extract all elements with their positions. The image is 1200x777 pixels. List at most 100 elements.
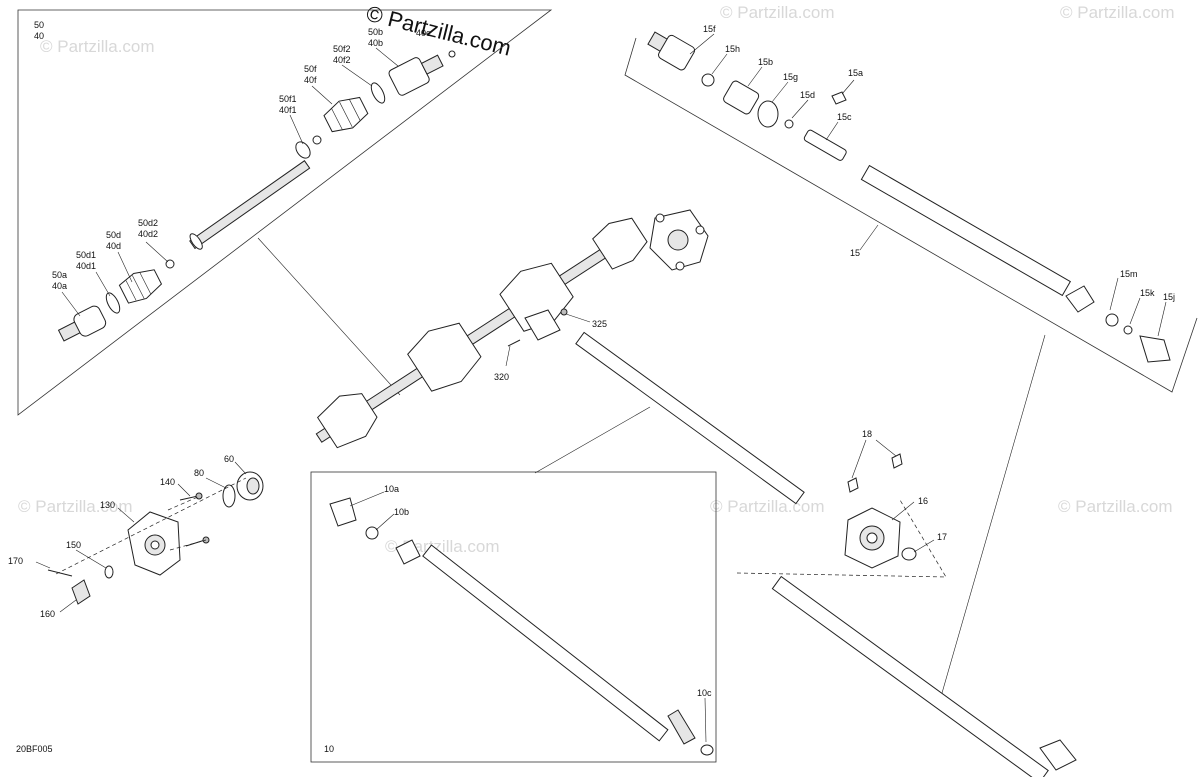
- yoke-15c: [803, 129, 847, 161]
- watermark-text: © Partzilla.com: [710, 497, 825, 516]
- clip-10c: [700, 744, 714, 756]
- bolt-325: [560, 308, 568, 316]
- front-shaft-frame: [17, 9, 553, 416]
- label-15: 15: [850, 248, 860, 258]
- label-140: 140: [160, 477, 175, 487]
- coupling-15f: [658, 34, 696, 71]
- label-10a: 10a: [384, 484, 399, 494]
- half-shaft-bar: [189, 160, 311, 250]
- cotter-pin-170: [47, 569, 73, 577]
- connector-line: [859, 224, 879, 251]
- rear-propeller-shaft: [507, 308, 1077, 777]
- label-15g: 15g: [783, 72, 798, 82]
- bolt-320: [507, 339, 521, 347]
- connector-line: [534, 406, 651, 474]
- frame-code-50: 50: [34, 20, 44, 30]
- nut-160: [71, 579, 91, 605]
- housing-stub: [420, 54, 444, 75]
- end-boot: [592, 217, 648, 270]
- label-170: 170: [8, 556, 23, 566]
- label-40f1: 40f1: [279, 105, 297, 115]
- rear-shaft-10: [329, 497, 714, 756]
- label-40f: 40f: [304, 75, 317, 85]
- front-driveshaft-assembly: [315, 209, 709, 449]
- nut-18a: [847, 477, 859, 493]
- label-15h: 15h: [725, 44, 740, 54]
- label-10b: 10b: [394, 507, 409, 517]
- outer-cv-joint: [73, 305, 107, 337]
- label-40a: 40a: [52, 281, 67, 291]
- inner-boot: [499, 262, 574, 332]
- rear-shaft-tube: [575, 331, 805, 505]
- inner-joint-spider: [295, 141, 311, 159]
- shaft-tube-10: [422, 544, 669, 742]
- label-10c: 10c: [697, 688, 712, 698]
- clip-15d: [784, 119, 794, 129]
- rear-shaft-lower: [771, 575, 1049, 777]
- label-40d: 40d: [106, 241, 121, 251]
- label-50f1: 50f1: [279, 94, 297, 104]
- connector-line: [257, 237, 401, 396]
- spline-end: [189, 233, 203, 250]
- circlip-80: [222, 484, 236, 508]
- inset-code-10: 10: [324, 744, 334, 754]
- frame-code-40: 40: [34, 31, 44, 41]
- slip-yoke: [395, 539, 421, 565]
- label-16: 16: [918, 496, 928, 506]
- yoke-10a: [329, 497, 357, 527]
- label-17: 17: [937, 532, 947, 542]
- label-50d2: 50d2: [138, 218, 158, 228]
- rear-shaft-inset-frame: [310, 471, 717, 763]
- propeller-shaft-parts: [647, 31, 1171, 363]
- clamp-ring: [105, 292, 121, 314]
- propeller-shaft-15: [860, 164, 1072, 297]
- coupler-15b: [723, 80, 760, 115]
- cv-boot: [118, 269, 163, 304]
- nut-15a: [831, 91, 847, 105]
- label-150: 150: [66, 540, 81, 550]
- label-15m: 15m: [1120, 269, 1138, 279]
- callout-labels: 50a 40a 50d1 40d1 50d 40d 50d2 40d2 50f1…: [8, 24, 1175, 754]
- label-160: 160: [40, 609, 55, 619]
- label-325: 325: [592, 319, 607, 329]
- label-40b: 40b: [368, 38, 383, 48]
- stud-140: [179, 495, 199, 501]
- label-15d: 15d: [800, 90, 815, 100]
- oring-15h: [701, 73, 715, 87]
- washer-150: [104, 565, 114, 579]
- label-40d1: 40d1: [76, 261, 96, 271]
- front-axle-shaft-exploded: [57, 50, 456, 342]
- label-320: 320: [494, 372, 509, 382]
- rear-yoke: [1039, 739, 1077, 771]
- label-50f2: 50f2: [333, 44, 351, 54]
- seal-15g: [757, 100, 779, 128]
- label-15j: 15j: [1163, 292, 1175, 302]
- watermark-group: © Partzilla.com © Partzilla.com © Partzi…: [18, 1, 1175, 556]
- label-15b: 15b: [758, 57, 773, 67]
- label-60: 60: [224, 454, 234, 464]
- retaining-ring: [448, 50, 456, 58]
- propeller-shaft-frame: [624, 37, 1198, 393]
- label-50b: 50b: [368, 27, 383, 37]
- cross-15m: [1105, 313, 1119, 327]
- clip-15k: [1123, 325, 1133, 335]
- watermark-text: © Partzilla.com: [18, 497, 133, 516]
- shaft-spline-end: [667, 709, 696, 745]
- label-40c: 40c: [416, 28, 431, 38]
- label-50a: 50a: [52, 270, 67, 280]
- label-15a: 15a: [848, 68, 863, 78]
- label-50f: 50f: [304, 64, 317, 74]
- flange-yoke: [524, 309, 561, 341]
- cross-10b: [365, 526, 379, 540]
- label-50d1: 50d1: [76, 250, 96, 260]
- label-15f: 15f: [703, 24, 716, 34]
- label-40d2: 40d2: [138, 229, 158, 239]
- watermark-text: © Partzilla.com: [1060, 3, 1175, 22]
- watermark-text: © Partzilla.com: [40, 37, 155, 56]
- yoke-15j: [1139, 335, 1171, 363]
- leader-lines: [35, 33, 1167, 743]
- nut-18b: [891, 453, 903, 469]
- watermark-text: © Partzilla.com: [720, 3, 835, 22]
